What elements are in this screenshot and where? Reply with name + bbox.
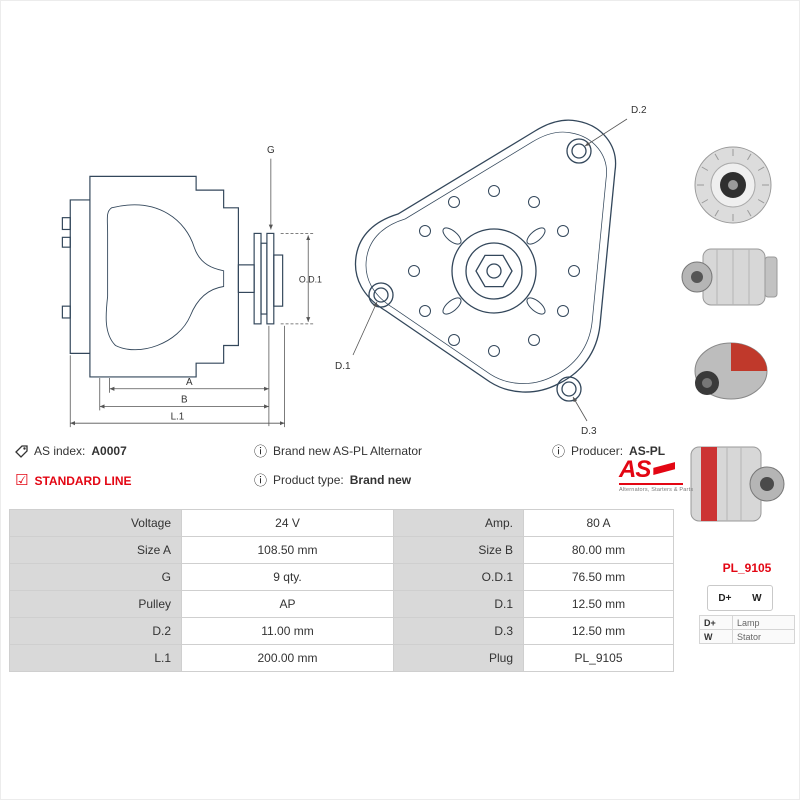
spec-label: Amp. — [393, 509, 524, 537]
as-index-item: AS index: A0007 — [15, 444, 127, 458]
brand-new-item: ⓘ Brand new AS-PL Alternator — [254, 444, 422, 458]
tag-icon — [15, 444, 28, 458]
as-index-value: A0007 — [91, 444, 127, 458]
table-row: L.1 200.00 mm Plug PL_9105 — [9, 644, 674, 672]
plug-pinout-box: D+ W — [707, 585, 773, 611]
product-photo-side-1 — [681, 248, 778, 306]
spec-label: D.3 — [393, 617, 524, 645]
spec-value: 12.50 mm — [523, 617, 674, 645]
info-icon: ⓘ — [254, 443, 268, 459]
product-photo-front — [694, 146, 772, 224]
technical-drawing-front: D.2 D.1 D.3 — [335, 105, 647, 437]
spec-label: Size A — [9, 536, 182, 564]
producer-item: ⓘ Producer: AS-PL — [552, 444, 665, 458]
product-type-label: Product type: — [273, 473, 344, 487]
product-photo-angled — [694, 342, 768, 400]
standard-line-label: STANDARD LINE — [34, 473, 132, 488]
brand-new-text: Brand new AS-PL Alternator — [273, 444, 422, 458]
spec-label: D.2 — [9, 617, 182, 645]
product-type-item: ⓘ Product type: Brand new — [254, 473, 411, 487]
logo-text: AS — [619, 456, 651, 483]
dim-label-d2: D.2 — [631, 105, 647, 116]
spec-value: 108.50 mm — [181, 536, 394, 564]
pin-dplus: D+ — [718, 592, 732, 604]
aspl-brand-logo: AS Alternators, Starters & Parts — [619, 456, 695, 493]
dim-label-l1: L.1 — [171, 411, 185, 422]
legend-pin: D+ — [699, 615, 733, 630]
product-photo-gallery — [677, 141, 793, 549]
spec-label: Pulley — [9, 590, 182, 618]
table-row: G 9 qty. O.D.1 76.50 mm — [9, 563, 674, 591]
legend-desc: Stator — [732, 629, 795, 644]
logo-rule — [619, 482, 683, 485]
spec-label: O.D.1 — [393, 563, 524, 591]
spec-value: 80.00 mm — [523, 536, 674, 564]
logo-tagline: Alternators, Starters & Parts — [619, 486, 694, 493]
legend-pin: W — [699, 629, 733, 644]
dim-label-g: G — [267, 145, 275, 156]
dim-label-b: B — [181, 395, 188, 406]
spec-value: 24 V — [181, 509, 394, 537]
spec-value: 12.50 mm — [523, 590, 674, 618]
table-row: Voltage 24 V Amp. 80 A — [9, 509, 674, 537]
spec-value: AP — [181, 590, 394, 618]
logo-flag-icon — [653, 462, 676, 475]
spec-label: G — [9, 563, 182, 591]
product-type-value: Brand new — [349, 473, 412, 487]
spec-label: Plug — [393, 644, 524, 672]
product-photo-side-2 — [690, 446, 785, 522]
pin-w: W — [752, 592, 762, 604]
spec-value: 200.00 mm — [181, 644, 394, 672]
dim-label-d1: D.1 — [335, 361, 351, 372]
spec-label: D.1 — [393, 590, 524, 618]
spec-value: 76.50 mm — [523, 563, 674, 591]
legend-row: W Stator — [699, 629, 795, 644]
as-index-label: AS index: — [34, 444, 86, 458]
dim-label-a: A — [186, 377, 193, 388]
info-icon: ⓘ — [254, 472, 268, 488]
table-row: Size A 108.50 mm Size B 80.00 mm — [9, 536, 674, 564]
spec-value: 11.00 mm — [181, 617, 394, 645]
spec-label: Size B — [393, 536, 524, 564]
dim-label-od1: O.D.1 — [299, 275, 322, 285]
spec-value: PL_9105 — [523, 644, 674, 672]
spec-value: 80 A — [523, 509, 674, 537]
checked-checkbox-icon: ☑ — [15, 472, 29, 489]
technical-drawing-side: G O.D.1 A B L.1 — [61, 145, 322, 428]
spec-table: Voltage 24 V Amp. 80 A Size A 108.50 mm … — [9, 509, 674, 672]
dim-label-d3: D.3 — [581, 426, 597, 437]
producer-value: AS-PL — [629, 444, 666, 458]
plug-legend-table: D+ Lamp W Stator — [699, 615, 795, 644]
table-row: Pulley AP D.1 12.50 mm — [9, 590, 674, 618]
standard-line-item: ☑ STANDARD LINE — [15, 473, 132, 488]
table-row: D.2 11.00 mm D.3 12.50 mm — [9, 617, 674, 645]
legend-row: D+ Lamp — [699, 615, 795, 630]
legend-desc: Lamp — [732, 615, 795, 630]
spec-value: 9 qty. — [181, 563, 394, 591]
spec-label: Voltage — [9, 509, 182, 537]
producer-label: Producer: — [571, 444, 624, 458]
spec-label: L.1 — [9, 644, 182, 672]
plug-code: PL_9105 — [722, 561, 772, 575]
info-icon: ⓘ — [552, 443, 566, 459]
